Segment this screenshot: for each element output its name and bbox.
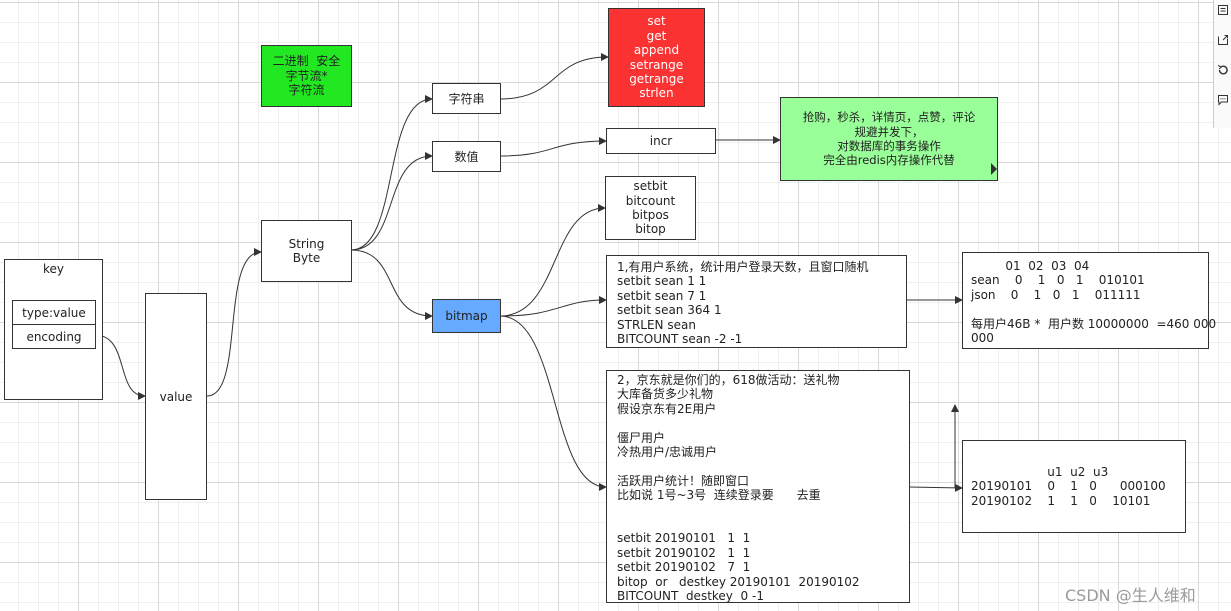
table1-line: sean 0 1 0 1 010101 xyxy=(971,273,1145,288)
case1-line: 1,有用户系统，统计用户登录天数，且窗口随机 xyxy=(617,260,869,274)
table1-line: 01 02 03 04 xyxy=(971,259,1090,273)
edge-value-string xyxy=(206,248,262,397)
scenario-line-2: 规避并发下， xyxy=(854,124,924,139)
incr-scenario-note[interactable]: 抢购，秒杀，详情页，点赞，评论 规避并发下， 对数据库的事务操作 完全由redi… xyxy=(780,97,998,181)
case2-note[interactable]: 2，京东就是你们的，618做活动：送礼物 大库备货多少礼物 假设京东有2E用户 … xyxy=(606,370,910,603)
edge-key-value xyxy=(94,334,146,400)
table1-note[interactable]: 01 02 03 04 sean 0 1 0 1 010101 json 0 1… xyxy=(962,252,1217,349)
edge-zifuchuan-cmds xyxy=(499,53,609,100)
case1-line: setbit sean 7 1 xyxy=(617,288,707,303)
byte-stream-line: 字节流* xyxy=(285,68,328,83)
case2-line: 冷热用户/忠诚用户 xyxy=(617,445,718,460)
edge-bitmap-case2 xyxy=(499,315,607,491)
case2-line: 2，京东就是你们的，618做活动：送礼物 xyxy=(617,373,840,387)
case2-line: 假设京东有2E用户 xyxy=(617,401,717,416)
comment-icon[interactable] xyxy=(1216,94,1229,106)
case1-line: setbit sean 364 1 xyxy=(617,303,722,318)
incr-node[interactable]: incr xyxy=(606,128,716,154)
edge-string-shuzhi xyxy=(350,152,433,251)
case2-line: BITCOUNT destkey 0 -1 xyxy=(617,589,764,604)
key-box[interactable]: key type:value encoding xyxy=(4,259,103,400)
edge-case2-table2 xyxy=(908,483,963,492)
string-byte-box[interactable]: String Byte xyxy=(261,220,352,282)
right-toolbar xyxy=(1213,0,1231,128)
encoding-field[interactable]: encoding xyxy=(12,324,96,349)
edge-bitmap-bitcmds xyxy=(499,204,606,317)
resize-handle-icon[interactable] xyxy=(990,162,998,176)
table2-line: 20190101 0 1 0 000100 xyxy=(971,479,1166,494)
string-type-node[interactable]: 字符串 xyxy=(432,83,501,114)
cmd-set: set xyxy=(647,14,666,29)
case2-line: 大库备货多少礼物 xyxy=(617,387,714,402)
case2-line: setbit 20190102 7 1 xyxy=(617,560,751,575)
cmd-setbit: setbit xyxy=(633,179,668,194)
case2-line: setbit 20190101 1 1 xyxy=(617,531,751,546)
bitmap-type-node[interactable]: bitmap xyxy=(432,299,501,333)
case2-line: 比如说 1号~3号 连续登录要 去重 xyxy=(617,488,821,503)
case2-line xyxy=(617,503,909,517)
cmd-strlen: strlen xyxy=(639,86,674,101)
edge-bitmap-case1 xyxy=(499,296,607,317)
history-icon[interactable] xyxy=(1216,64,1229,76)
case2-line: setbit 20190102 1 1 xyxy=(617,545,751,560)
case1-line: setbit sean 1 1 xyxy=(617,274,707,289)
table2-note[interactable]: u1 u2 u3 20190101 0 1 0 000100 20190102 … xyxy=(962,440,1186,533)
case2-line: 活跃用户统计！随即窗口 xyxy=(617,473,750,488)
case2-line xyxy=(617,517,909,531)
string-commands-box[interactable]: set get append setrange getrange strlen xyxy=(608,8,705,107)
table2-line: 20190102 1 1 0 10101 xyxy=(971,493,1151,508)
cmd-getrange: getrange xyxy=(629,71,684,86)
page-icon[interactable] xyxy=(1216,4,1229,16)
table1-line: 000 xyxy=(971,331,994,346)
edge-shuzhi-incr xyxy=(499,137,607,157)
case1-line: STRLEN sean xyxy=(617,317,696,332)
number-type-node[interactable]: 数值 xyxy=(432,141,501,172)
scenario-line-3: 对数据库的事务操作 xyxy=(837,139,941,153)
case2-line xyxy=(617,459,909,473)
key-title: key xyxy=(42,262,64,276)
cmd-bitop: bitop xyxy=(635,222,666,237)
scenario-line-1: 抢购，秒杀，详情页，点赞，评论 xyxy=(802,110,976,125)
case1-line: BITCOUNT sean -2 -1 xyxy=(617,332,743,347)
table2-line: u1 u2 u3 xyxy=(971,465,1109,479)
table1-line xyxy=(971,302,1208,316)
string-label: String xyxy=(288,236,325,251)
cmd-get: get xyxy=(646,28,667,43)
type-value-field[interactable]: type:value xyxy=(12,300,96,325)
cmd-bitpos: bitpos xyxy=(632,208,669,222)
scenario-line-4: 完全由redis内存操作代替 xyxy=(823,153,955,168)
edge-table2-branch xyxy=(951,404,962,489)
cmd-append: append xyxy=(633,43,680,58)
byte-label: Byte xyxy=(292,251,321,265)
case1-note[interactable]: 1,有用户系统，统计用户登录天数，且窗口随机 setbit sean 1 1 s… xyxy=(606,255,907,348)
binary-safe-note[interactable]: 二进制 安全 字节流* 字符流 xyxy=(261,45,352,107)
table1-line: json 0 1 0 1 011111 xyxy=(971,287,1141,302)
export-icon[interactable] xyxy=(1216,34,1229,46)
binary-safe-line: 二进制 安全 xyxy=(272,54,341,69)
case2-line: 僵尸用户 xyxy=(617,430,666,445)
cmd-setrange: setrange xyxy=(629,57,684,72)
char-stream-line: 字符流 xyxy=(288,83,325,98)
edge-string-zifuchuan xyxy=(350,95,433,251)
case2-line: bitop or destkey 20190101 20190102 xyxy=(617,574,860,589)
value-box[interactable]: value xyxy=(145,293,207,500)
case2-line xyxy=(617,416,909,430)
table1-line: 每用户46B * 用户数 10000000 =460 000 xyxy=(971,316,1217,331)
watermark: CSDN @生人维和 xyxy=(1065,586,1196,605)
cmd-bitcount: bitcount xyxy=(625,193,676,208)
bit-commands-box[interactable]: setbit bitcount bitpos bitop xyxy=(605,176,696,240)
edge-string-bitmap xyxy=(350,249,433,320)
